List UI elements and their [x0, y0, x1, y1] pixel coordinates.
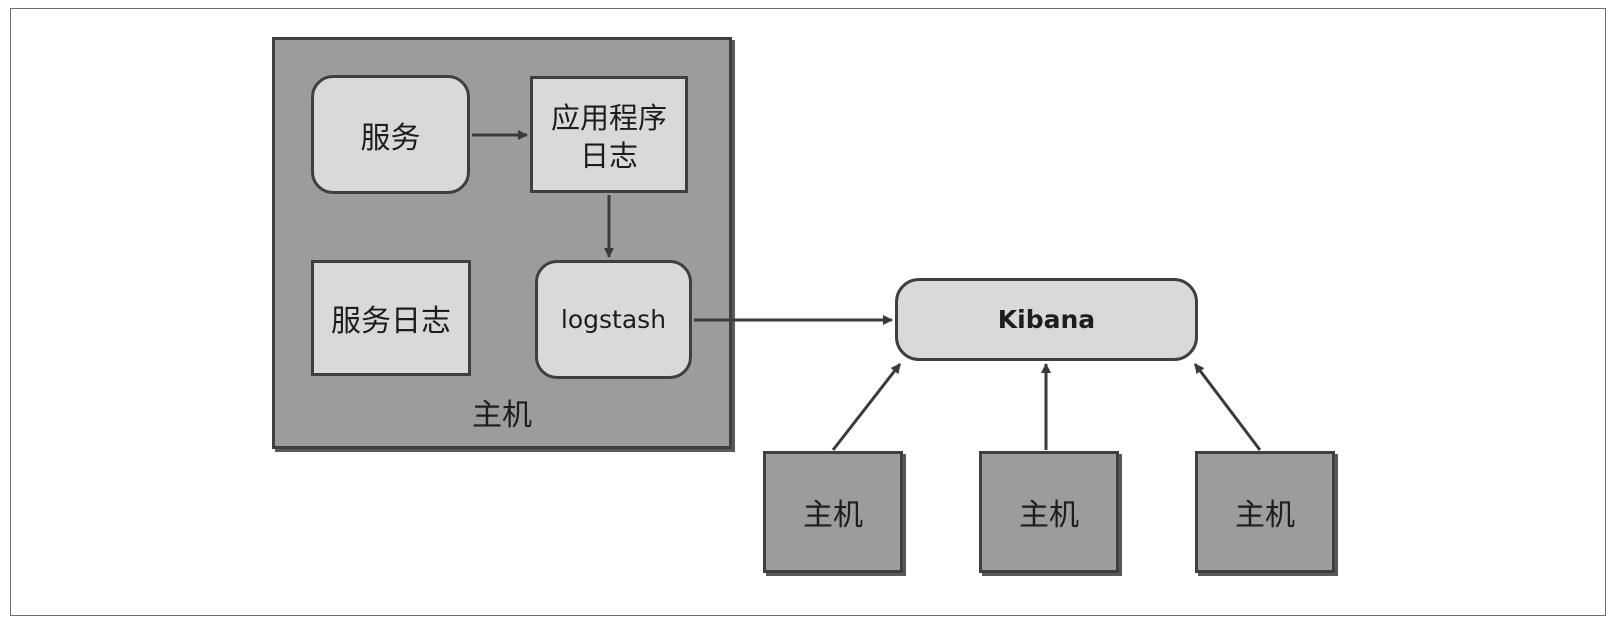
- service-node: 服务: [311, 75, 470, 194]
- host-node-3: 主机: [1195, 451, 1335, 573]
- host-node-2: 主机: [979, 451, 1119, 573]
- main-host-label: 主机: [472, 398, 532, 433]
- host-node-1: 主机: [763, 451, 903, 573]
- service-log-node: 服务日志: [311, 260, 471, 376]
- app-log-node: 应用程序 日志: [530, 76, 688, 193]
- kibana-node: Kibana: [895, 278, 1198, 361]
- logstash-node: logstash: [535, 260, 692, 379]
